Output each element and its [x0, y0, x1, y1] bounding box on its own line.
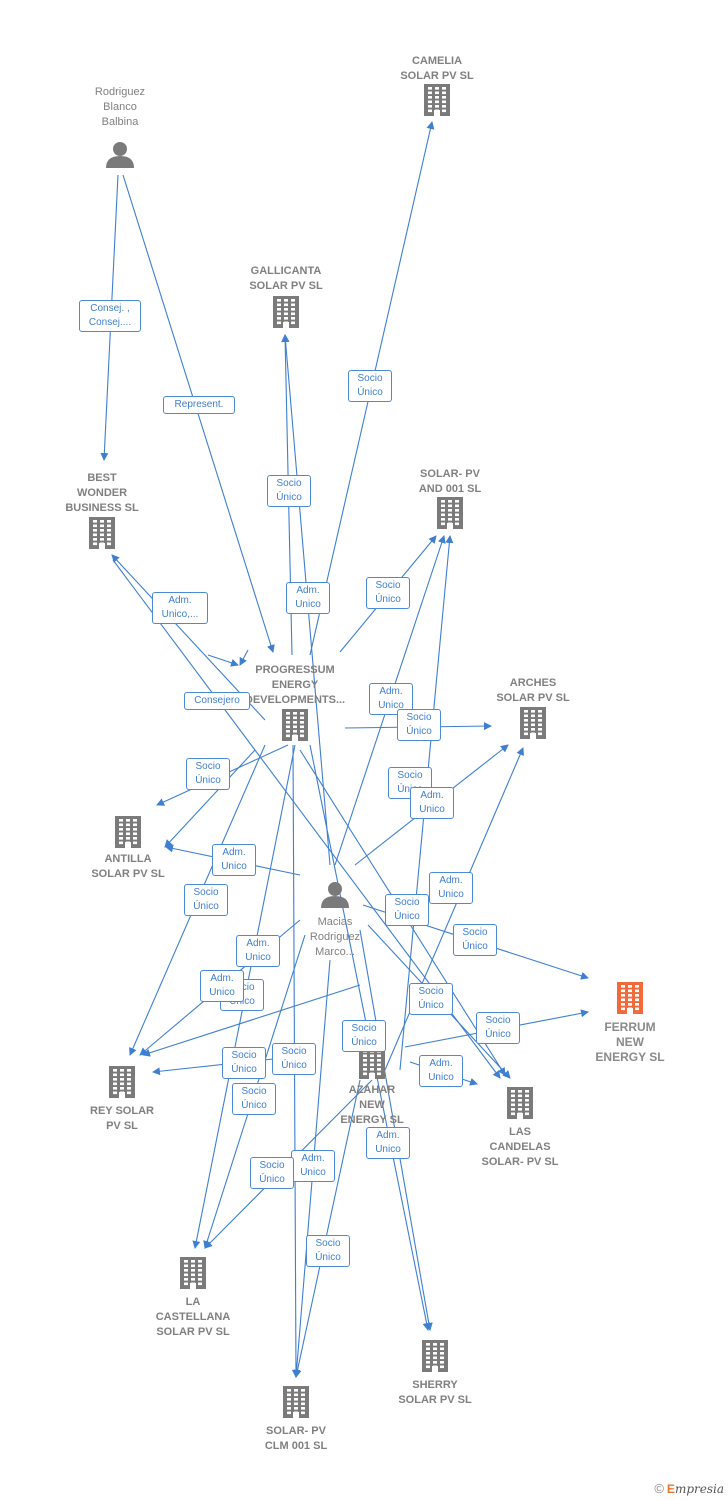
- relation-edge: [293, 1079, 361, 1378]
- relation-edge: [207, 654, 239, 667]
- node-label-rodriguez[interactable]: Rodriguez Blanco Balbina: [94, 86, 146, 128]
- edge-label: Socio Único: [397, 709, 441, 741]
- relation-edge: [142, 984, 361, 1057]
- edge-label: Adm. Unico: [291, 1150, 335, 1182]
- edge-label: Represent.: [163, 396, 235, 414]
- edge-label: Adm. Unico: [212, 844, 256, 876]
- edge-label: Consejero: [184, 692, 250, 710]
- edge-label: Adm. Unico: [366, 1127, 410, 1159]
- node-label-macias[interactable]: Macias Rodriguez Marco...: [309, 916, 361, 958]
- node-label-camelia[interactable]: CAMELIA SOLAR PV SL: [400, 55, 474, 82]
- edge-label: Adm. Unico: [419, 1055, 463, 1087]
- building-icon[interactable]: [424, 84, 450, 116]
- building-icon[interactable]: [437, 497, 463, 529]
- relation-edge: [384, 747, 524, 1071]
- edge-label: Socio Único: [348, 370, 392, 402]
- edge-label: Socio Único: [267, 475, 311, 507]
- edge-label: Socio Único: [366, 577, 410, 609]
- edge-label: Adm. Unico: [429, 872, 473, 904]
- building-icon[interactable]: [89, 517, 115, 549]
- edge-label: Socio Único: [385, 894, 429, 926]
- footer-brand[interactable]: ©Empresia: [654, 1481, 724, 1496]
- node-label-azahar[interactable]: AZAHAR NEW ENERGY SL: [340, 1084, 404, 1126]
- building-icon[interactable]: [617, 982, 643, 1014]
- edge-label: Socio Único: [453, 924, 497, 956]
- node-label-progressum[interactable]: PROGRESSUM ENERGY DEVELOPMENTS...: [244, 664, 346, 706]
- node-label-ferrum[interactable]: FERRUM NEW ENERGY SL: [595, 1020, 665, 1064]
- edge-label: Socio Único: [232, 1083, 276, 1115]
- building-icon[interactable]: [283, 1386, 309, 1418]
- edge-label: Socio Único: [186, 758, 230, 790]
- node-label-solar001[interactable]: SOLAR- PV AND 001 SL: [418, 468, 482, 495]
- brand-logo-text: mpresia: [674, 1482, 724, 1496]
- node-label-antilla[interactable]: ANTILLA SOLAR PV SL: [91, 853, 165, 880]
- person-icon[interactable]: [106, 142, 134, 168]
- edge-label: Socio Único: [222, 1047, 266, 1079]
- building-icon[interactable]: [273, 296, 299, 328]
- building-icon[interactable]: [282, 709, 308, 741]
- edge-label: Adm. Unico: [236, 935, 280, 967]
- building-icon[interactable]: [520, 707, 546, 739]
- building-icon[interactable]: [115, 816, 141, 848]
- node-label-sherry[interactable]: SHERRY SOLAR PV SL: [398, 1379, 472, 1406]
- edge-label: Socio Único: [342, 1020, 386, 1052]
- edge-label: Socio Único: [272, 1043, 316, 1075]
- relation-edge: [164, 749, 256, 848]
- node-label-rey[interactable]: REY SOLAR PV SL: [90, 1105, 154, 1132]
- person-icon[interactable]: [321, 882, 349, 908]
- copyright-symbol: ©: [654, 1481, 664, 1496]
- node-label-clm[interactable]: SOLAR- PV CLM 001 SL: [264, 1425, 328, 1452]
- edge-label: Socio Único: [184, 884, 228, 916]
- edge-label: Adm. Unico,...: [152, 592, 208, 624]
- node-label-arches[interactable]: ARCHES SOLAR PV SL: [496, 677, 570, 704]
- edge-label: Consej. , Consej....: [79, 300, 141, 332]
- edge-label: Adm. Unico: [410, 787, 454, 819]
- relation-edge: [239, 649, 249, 666]
- building-icon[interactable]: [109, 1066, 135, 1098]
- edge-label: Adm. Unico: [286, 582, 330, 614]
- edge-label: Socio Único: [476, 1012, 520, 1044]
- edge-label: Socio Único: [306, 1235, 350, 1267]
- node-label-best[interactable]: BEST WONDER BUSINESS SL: [65, 472, 139, 514]
- edge-label: Socio Único: [409, 983, 453, 1015]
- node-label-candelas[interactable]: LAS CANDELAS SOLAR- PV SL: [481, 1126, 559, 1168]
- building-icon[interactable]: [180, 1257, 206, 1289]
- node-label-castellana[interactable]: LA CASTELLANA SOLAR PV SL: [155, 1296, 231, 1338]
- building-icon[interactable]: [422, 1340, 448, 1372]
- node-label-gallicanta[interactable]: GALLICANTA SOLAR PV SL: [249, 265, 323, 292]
- edge-label: Adm. Unico: [200, 970, 244, 1002]
- brand-logo-letter: E: [666, 1482, 675, 1496]
- edge-label: Socio Único: [250, 1157, 294, 1189]
- building-icon[interactable]: [507, 1087, 533, 1119]
